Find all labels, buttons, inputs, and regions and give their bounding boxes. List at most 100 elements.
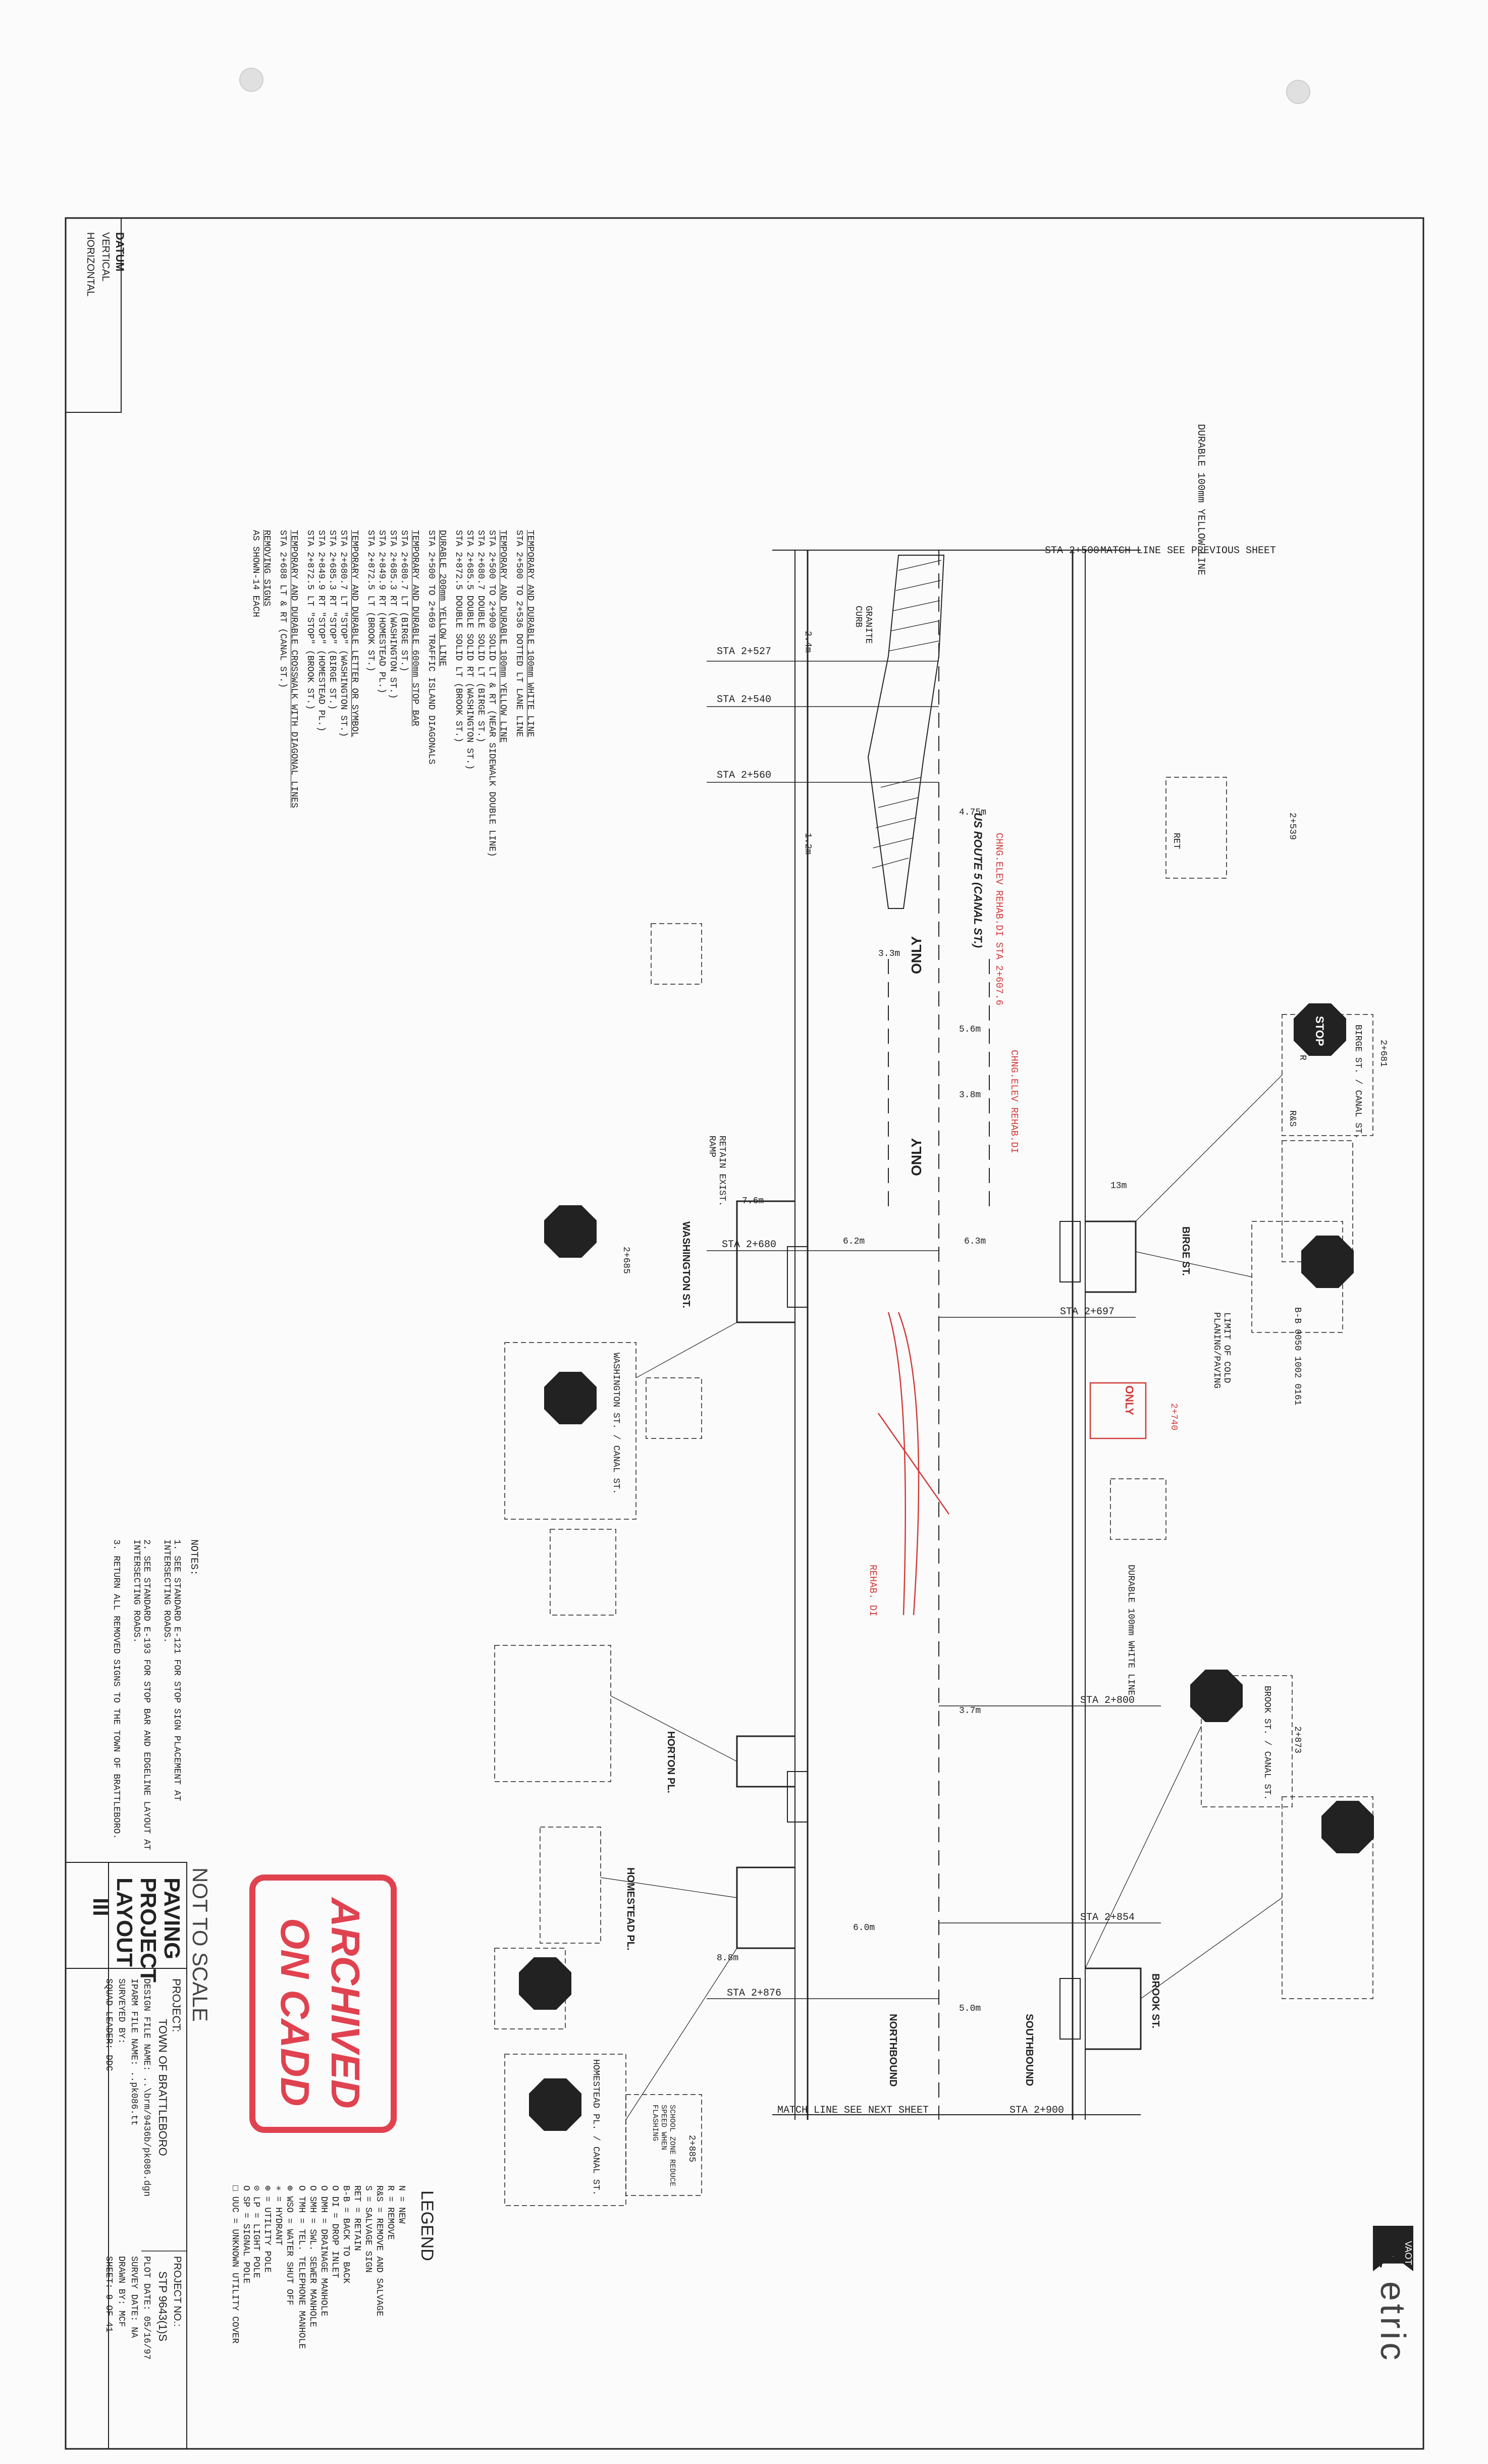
marking-11: STA 2+685.3 RT (WASHINGTON ST.) [388, 530, 398, 699]
marking-17: STA 2+849.9 RT "STOP" (HOMESTEAD PL.) [316, 530, 326, 732]
traffic-island [867, 555, 945, 909]
station-2-527: STA 2+527 [717, 646, 772, 658]
project-label: PROJECT: [170, 1978, 183, 2032]
only-marking-1: ONLY [909, 936, 924, 974]
marking-13: STA 2+872.5 LT (BROOK ST.) [365, 530, 376, 672]
legend-item-1: R = REMOVE [385, 2185, 395, 2240]
note-2: 2. SEE STANDARD E-193 FOR STOP BAR AND E… [131, 1539, 151, 1850]
stop-sign-icon [1190, 1670, 1243, 1722]
station-2-540: STA 2+540 [717, 694, 772, 706]
svg-text:STOP: STOP [1313, 1016, 1326, 1046]
legend-item-13: ⊙ LP = LIGHT POLE [251, 2185, 261, 2278]
legend-item-11: ✳ = HYDRANT [273, 2185, 283, 2245]
marking-5: STA 2+685.5 DOUBLE SOLID RT (WASHINGTON … [464, 530, 474, 770]
marking-6: STA 2+872.5 DOUBLE SOLID LT (BROOK ST.) [453, 530, 463, 743]
marking-21: REMOVING SIGNS [261, 530, 272, 607]
retain-ramp-note: RETAIN EXIST. RAMP [707, 1136, 727, 1207]
project-no: STP 9643(1)S [156, 2271, 169, 2342]
station-2-680: STA 2+680 [722, 1239, 777, 1251]
street-canal: US ROUTE 5 (CANAL ST.) [972, 813, 984, 948]
squad-leader: SQUAD LEADER: DDC [103, 1978, 114, 2071]
leader-lines [600, 1075, 1283, 2120]
dim-6-3: 6.3m [964, 1237, 986, 1247]
archived-stamp [249, 1874, 397, 2133]
dim-5-0: 5.0m [959, 2004, 981, 2014]
match-line-bottom: MATCH LINE SEE NEXT SHEET [777, 2105, 929, 2116]
cold-planing-note: LIMIT OF COLD PLANING/PAVING [1211, 1312, 1232, 1389]
stop-sign-icon [519, 1957, 571, 2010]
street-washington: WASHINGTON ST. [680, 1221, 692, 1308]
southbound: SOUTHBOUND [1024, 2014, 1035, 2086]
sign-school-text: SCHOOL ZONE REDUCE SPEED WHEN FLASHING [651, 2105, 676, 2187]
stop-sign-icon [529, 2078, 581, 2131]
red-note-3: REHAB. DI [867, 1565, 878, 1617]
title-block [65, 1862, 187, 2449]
marking-10: STA 2+680.7 LT (BIRGE ST.) [399, 530, 409, 672]
marking-7: DURABLE 200mm YELLOW LINE [437, 530, 447, 667]
station-2-876: STA 2+876 [727, 1988, 782, 1999]
datum-title: DATUM [114, 232, 126, 272]
metric-logo [1373, 2226, 1413, 2271]
sign-birge-text: BIRGE ST. / CANAL ST. [1353, 1025, 1363, 1139]
marking-22: AS SHOWN-14 EACH [250, 530, 260, 617]
legend-item-2: R&S = REMOVE AND SALVAGE [374, 2185, 384, 2317]
legend-item-9: O TMH = TEL. TELEPHONE MANHOLE [296, 2185, 306, 2349]
legend-item-5: B-B = BACK TO BACK [341, 2185, 351, 2284]
stop-sign-icon [1301, 1236, 1354, 1288]
archived-line-1: ARCHIVED [323, 1898, 368, 2109]
marking-4: STA 2+680.7 DOUBLE SOLID LT (BIRGE ST.) [475, 530, 486, 743]
red-note-2: CHNG.ELEV REHAB.DI [1008, 1050, 1020, 1154]
dim-6-2: 6.2m [843, 1237, 865, 1247]
marking-20: STA 2+688 LT & RT (CANAL ST.) [278, 530, 288, 688]
dim-7-6: 7.6m [742, 1196, 764, 1206]
dim-13: 13m [1110, 1181, 1127, 1191]
legend-title: LEGEND [417, 2190, 437, 2261]
not-to-scale: NOT TO SCALE [188, 1867, 212, 2022]
binder-hole-left [239, 68, 263, 92]
stop-sign-icon [1321, 1801, 1374, 1853]
sign-2-539-station: 2+539 [1287, 813, 1297, 840]
legend-item-15: □ UUC = UNKNOWN UTILITY COVER [230, 2185, 240, 2344]
notes-title: NOTES: [188, 1539, 199, 1576]
station-2-500: STA 2+500 [1045, 545, 1100, 557]
station-2-800: STA 2+800 [1080, 1695, 1135, 1706]
station-2-697: STA 2+697 [1060, 1306, 1115, 1318]
logo-word: etric [1373, 2281, 1413, 2364]
crosswalk [787, 1221, 1081, 2040]
legend-item-4: RET = RETAIN [352, 2185, 362, 2251]
plot-date: PLOT DATE: 05/16/97 [141, 2256, 151, 2360]
marking-19: TEMPORARY AND DURABLE CROSSWALK WITH DIA… [289, 530, 299, 808]
title-line-4: III [88, 1898, 113, 1916]
sign-birge-status: R&S [1287, 1110, 1297, 1127]
dim-3-3: 3.3m [878, 949, 900, 959]
sheet-border [65, 217, 1424, 2450]
marking-0: TEMPORARY AND DURABLE 100mm WHITE LINE [525, 530, 535, 737]
only-marking-2: ONLY [909, 1138, 924, 1176]
station-2-560: STA 2+560 [717, 770, 772, 781]
legend-item-7: O DMH = DRAINAGE MANHOLE [318, 2185, 329, 2317]
dim-3-8: 3.8m [959, 1090, 981, 1100]
title-line-2: PROJECT [136, 1878, 161, 1983]
datum-vertical: VERTICAL [100, 232, 111, 282]
legend-item-8: O SMH = SWL. SEWER MANHOLE [307, 2185, 317, 2327]
sign-2-850-station: 2+850 [550, 1958, 560, 1986]
stop-sign-icon [544, 1372, 597, 1424]
project-no-label: PROJECT NO.: [172, 2256, 183, 2327]
legend-item-0: N = NEW [396, 2185, 406, 2224]
archived-line-2: ON CADD [273, 1918, 317, 2107]
durable-white-note: DURABLE 100mm WHITE LINE [1126, 1565, 1136, 1696]
datum-horizontal: HORIZONTAL [85, 232, 96, 297]
street-brook: BROOK ST. [1150, 1973, 1161, 2028]
note-1: 1. SEE STANDARD E-121 FOR STOP SIGN PLAC… [162, 1539, 182, 1801]
stop-sign-icon [1294, 1003, 1346, 1056]
markings-list: TEMPORARY AND DURABLE 100mm WHITE LINE S… [222, 530, 555, 1287]
sign-2-885-station: 2+885 [686, 2135, 697, 2163]
road-plan [707, 550, 1161, 2120]
street-horton: HORTON PL. [665, 1731, 676, 1793]
street-homestead: HOMESTEAD PL. [625, 1867, 636, 1951]
marking-14: TEMPORARY AND DURABLE LETTER OR SYMBOL [349, 530, 359, 737]
note-3: 3. RETURN ALL REMOVED SIGNS TO THE TOWN … [111, 1539, 121, 1840]
station-2-900: STA 2+900 [1009, 2105, 1065, 2116]
dim-2-4: 2.4m [803, 631, 813, 653]
